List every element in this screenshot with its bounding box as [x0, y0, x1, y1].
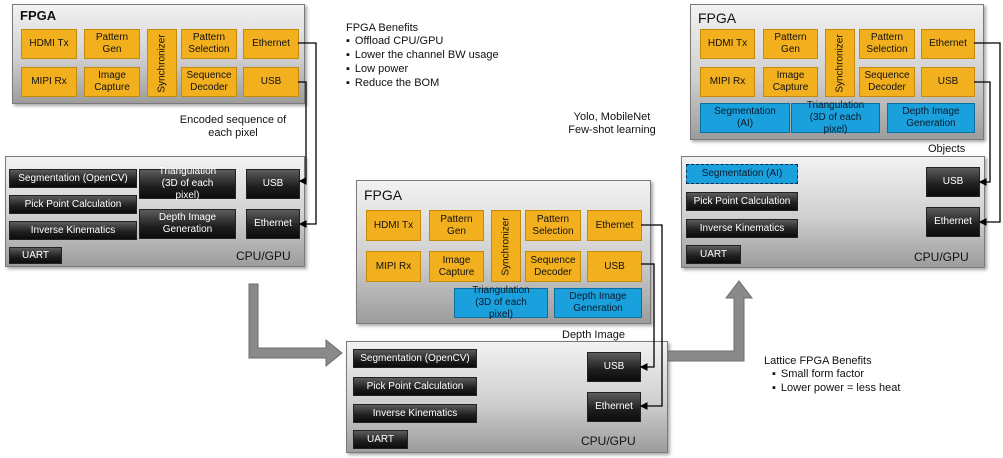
yolo-text: Yolo, MobileNet [573, 111, 651, 123]
benefit-item: Lower the channel BW usage [346, 48, 499, 62]
ethernet-link [639, 224, 663, 410]
cpu-panel-2: Segmentation (OpenCV) Pick Point Calcula… [346, 341, 668, 453]
benefit-item: Low power [346, 62, 499, 76]
lattice-benefits: Lattice FPGA Benefits Small form factor … [764, 355, 900, 395]
hdmi-tx-block: HDMI Tx [21, 29, 77, 59]
usb-block: USB [921, 67, 975, 97]
pattern-selection-block: Pattern Selection [181, 29, 237, 59]
synchronizer-block: Synchronizer [147, 29, 177, 97]
inverse-kinematics-block: Inverse Kinematics [686, 219, 798, 238]
flow-arrow-right-up [667, 280, 754, 362]
encoded-sequence-label: Encoded sequence of each pixel [179, 114, 287, 139]
fpga-benefits: FPGA Benefits Offload CPU/GPU Lower the … [346, 22, 499, 90]
ethernet-block: Ethernet [926, 207, 980, 237]
mipi-rx-block: MIPI Rx [21, 67, 77, 97]
benefit-item: Offload CPU/GPU [346, 34, 499, 48]
ethernet-block: Ethernet [246, 209, 300, 239]
inverse-kinematics-block: Inverse Kinematics [9, 221, 137, 240]
objects-label: Objects [928, 143, 966, 155]
usb-link [298, 81, 307, 185]
image-capture-block: Image Capture [84, 67, 140, 97]
fpga-benefits-list: Offload CPU/GPU Lower the channel BW usa… [346, 34, 499, 90]
sequence-decoder-block: Sequence Decoder [181, 67, 237, 97]
sequence-decoder-block: Sequence Decoder [859, 67, 915, 97]
depth-image-generation-block: Depth Image Generation [887, 103, 975, 133]
segmentation-ai-block: Segmentation (AI) [686, 164, 798, 184]
pattern-selection-block: Pattern Selection [859, 29, 915, 59]
hdmi-tx-block: HDMI Tx [366, 210, 421, 241]
depth-image-generation-block: Depth Image Generation [554, 288, 642, 318]
cpu-title: CPU/GPU [581, 434, 636, 448]
lattice-benefits-title: Lattice FPGA Benefits [764, 355, 872, 367]
uart-block: UART [9, 247, 62, 264]
image-capture-block: Image Capture [763, 67, 818, 97]
uart-block: UART [353, 430, 408, 449]
ethernet-block: Ethernet [587, 392, 641, 422]
cpu-panel-1: Segmentation (OpenCV) Pick Point Calcula… [5, 156, 305, 267]
hdmi-tx-block: HDMI Tx [700, 29, 755, 59]
ethernet-block: Ethernet [243, 29, 299, 59]
ethernet-link [298, 42, 317, 228]
synchronizer-block: Synchronizer [825, 29, 855, 97]
fpga-title: FPGA [698, 10, 737, 26]
cpu-title: CPU/GPU [236, 249, 291, 263]
synchronizer-block: Synchronizer [491, 210, 521, 282]
pattern-gen-block: Pattern Gen [763, 29, 818, 59]
benefit-item: Small form factor [772, 367, 900, 381]
usb-link [639, 263, 655, 371]
ethernet-block: Ethernet [587, 210, 642, 241]
flow-arrow-down-right [248, 283, 343, 368]
pattern-gen-block: Pattern Gen [429, 210, 484, 241]
uart-block: UART [686, 245, 741, 264]
usb-link [974, 81, 991, 186]
pick-point-block: Pick Point Calculation [686, 192, 798, 211]
mipi-rx-block: MIPI Rx [366, 251, 421, 282]
image-capture-block: Image Capture [429, 251, 484, 282]
fpga-title: FPGA [20, 8, 57, 23]
benefit-item: Lower power = less heat [772, 381, 901, 395]
mipi-rx-block: MIPI Rx [700, 67, 755, 97]
lattice-benefits-list: Small form factor Lower power = less hea… [764, 367, 901, 395]
yolo-label: Yolo, MobileNet Few-shot learning [556, 111, 668, 137]
pattern-selection-block: Pattern Selection [525, 210, 581, 241]
fpga-panel-3: FPGA HDMI Tx MIPI Rx Pattern Gen Image C… [690, 4, 984, 140]
cpu-title: CPU/GPU [914, 250, 969, 264]
sequence-decoder-block: Sequence Decoder [525, 251, 581, 282]
triangulation-block: Triangulation (3D of each pixel) [139, 166, 236, 201]
usb-block: USB [246, 169, 300, 199]
segmentation-opencv-block: Segmentation (OpenCV) [353, 349, 477, 368]
segmentation-ai-block: Segmentation (AI) [700, 103, 790, 133]
depth-image-label: Depth Image [562, 329, 625, 341]
pick-point-block: Pick Point Calculation [353, 377, 477, 396]
ethernet-link [974, 42, 1001, 226]
segmentation-opencv-block: Segmentation (OpenCV) [9, 169, 137, 188]
fpga-title: FPGA [364, 187, 403, 203]
triangulation-block: Triangulation (3D of each pixel) [454, 285, 548, 320]
usb-block: USB [243, 67, 299, 97]
benefit-item: Reduce the BOM [346, 76, 499, 90]
pattern-gen-block: Pattern Gen [84, 29, 140, 59]
fpga-panel-2: FPGA HDMI Tx MIPI Rx Pattern Gen Image C… [356, 180, 651, 324]
usb-block: USB [926, 167, 980, 197]
usb-block: USB [587, 251, 642, 282]
fpga-panel-1: FPGA HDMI Tx MIPI Rx Pattern Gen Image C… [12, 4, 305, 104]
pick-point-block: Pick Point Calculation [9, 195, 137, 214]
few-shot-text: Few-shot learning [568, 124, 656, 136]
inverse-kinematics-block: Inverse Kinematics [353, 404, 477, 423]
triangulation-block: Triangulation (3D of each pixel) [791, 100, 880, 135]
depth-image-generation-block: Depth Image Generation [139, 209, 236, 239]
fpga-benefits-title: FPGA Benefits [346, 22, 419, 34]
ethernet-block: Ethernet [921, 29, 975, 59]
cpu-panel-3: Segmentation (AI) Pick Point Calculation… [681, 156, 985, 268]
